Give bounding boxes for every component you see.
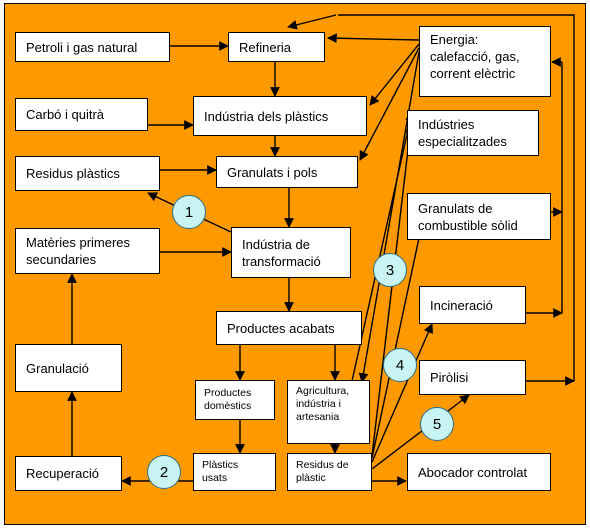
edge-residus-incineracio [371,323,433,463]
node-recuperacio: Recuperació [15,456,122,491]
node-incineracio: Incineració [419,286,526,324]
node-energia: Energia: calefacció, gas, corrent elèctr… [419,26,551,97]
node-pirolisi: Piròlisi [419,360,526,395]
badge-5: 5 [420,407,454,441]
node-combustible: Granulats de combustible sòlid [407,193,551,240]
node-residus-plastics: Residus plàstics [15,156,160,191]
node-residus-plastic: Residus de plàstic [287,453,372,491]
edge-residus-pirolisi [371,394,470,470]
node-plastics-usats: Plàstics usats [193,453,276,491]
node-materies: Matèries primeres secundaries [15,228,160,274]
node-refineria: Refineria [228,32,325,62]
badge-2: 2 [147,455,181,489]
badge-1: 1 [172,195,206,229]
edge-energia-refineria [327,33,420,44]
node-especialitzades: Indústries especialitzades [407,110,539,156]
node-carbo: Carbó i quitrà [15,98,148,131]
edge-top-refineria [287,14,337,30]
node-petroli: Petroli i gas natural [15,32,170,62]
node-transformacio: Indústria de transformació [231,227,351,278]
node-productes-acabats: Productes acabats [216,311,362,345]
node-industria-plastics: Indústria dels plàstics [193,96,367,136]
edge-residus-combustible [371,223,425,459]
node-granulacio: Granulació [15,344,122,392]
edge-energia-granulats [359,47,420,161]
edge-energia-industria [369,43,420,106]
edge-residus-especialitzades [371,123,415,457]
node-abocador: Abocador controlat [407,453,551,491]
node-productes-domestics: Productes domèstics [195,380,275,420]
edge-energia-agricultura [358,51,420,383]
edge-pirolisi-top [338,14,575,381]
badge-3: 3 [373,253,407,287]
node-agricultura: Agricultura, indústria i artesania [287,380,370,444]
badge-4: 4 [383,348,417,382]
node-granulats-pols: Granulats i pols [216,156,358,188]
